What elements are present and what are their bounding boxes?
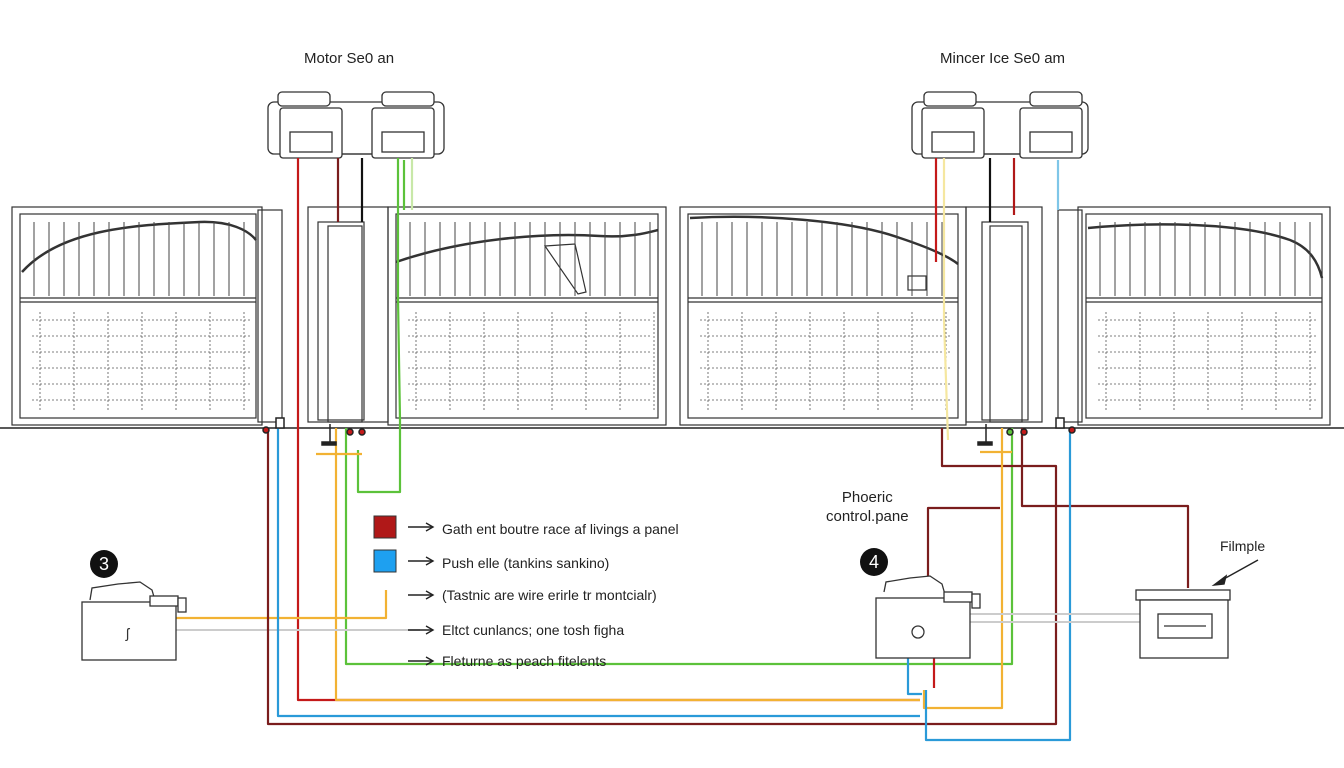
legend-arrow-head: [425, 656, 435, 666]
wires: [176, 158, 1190, 742]
filmple-label: Filmple: [1220, 538, 1266, 554]
gate-mesh: [32, 312, 1316, 412]
gate-pillar-right: [965, 206, 1083, 423]
wire-yellow-left: [334, 428, 920, 702]
terminal-block-right: [977, 417, 1076, 446]
gate-bars: [33, 222, 1311, 296]
legend-item-text: Gath ent boutre race af livings a panel: [442, 521, 679, 537]
gate-panel-left: [11, 206, 263, 426]
filmple-arrow: [1211, 559, 1259, 586]
gate-panel-center-left: [387, 206, 667, 426]
legend-arrow-head: [425, 522, 435, 532]
control-box-icon: [875, 575, 981, 659]
gate-motor-icon: [267, 91, 445, 159]
wire-dark-red-outer: [266, 428, 1058, 726]
badge-3: 3: [90, 550, 118, 578]
legend-graphics: [373, 515, 435, 666]
wire-green-left: [344, 428, 1014, 666]
gate-motor-icon: [911, 91, 1089, 159]
svg-text:ʃ: ʃ: [125, 625, 131, 641]
terminal-block-left: [262, 417, 366, 446]
gate-pillar-left: [257, 206, 389, 423]
legend-arrow-head: [425, 556, 435, 566]
motor-label-left: Motor Se0 an: [304, 50, 395, 67]
legend-item-text: Fleturne as peach fitelents: [442, 653, 607, 669]
wire-red: [296, 158, 920, 702]
receiver-box-icon: [1135, 589, 1231, 659]
wire-blue-outer: [276, 428, 920, 718]
wire-light-right: [942, 158, 950, 441]
wire-blue-right: [924, 428, 1072, 742]
control-box-icon: ʃ: [81, 581, 187, 661]
legend-item-text: Push elle (tankins sankino): [442, 555, 610, 571]
wire-panel-label: [926, 506, 1000, 596]
legend-item-text: (Tastnic are wire erirle tr montcialr): [442, 587, 657, 603]
legend-arrow-head: [425, 625, 435, 635]
legend-swatch: [373, 515, 397, 539]
wire-darkred-panel: [1020, 428, 1190, 588]
legend-swatch: [373, 549, 397, 573]
motor-label-right: Mincer Ice Se0 am: [940, 50, 1066, 67]
legend-item-text: Eltct cunlancs; one tosh figha: [442, 622, 625, 638]
gate-panel-center-right: [679, 206, 967, 426]
control-panel-label: Phoeric control.pane: [826, 489, 909, 525]
legend-arrow-head: [425, 590, 435, 600]
wire-green: [356, 158, 402, 494]
badge-4: 4: [860, 548, 888, 576]
gate-panel-right: [1077, 206, 1331, 426]
wire-yellow-left-box: [176, 590, 388, 620]
wire-yellow-right: [922, 428, 1004, 710]
